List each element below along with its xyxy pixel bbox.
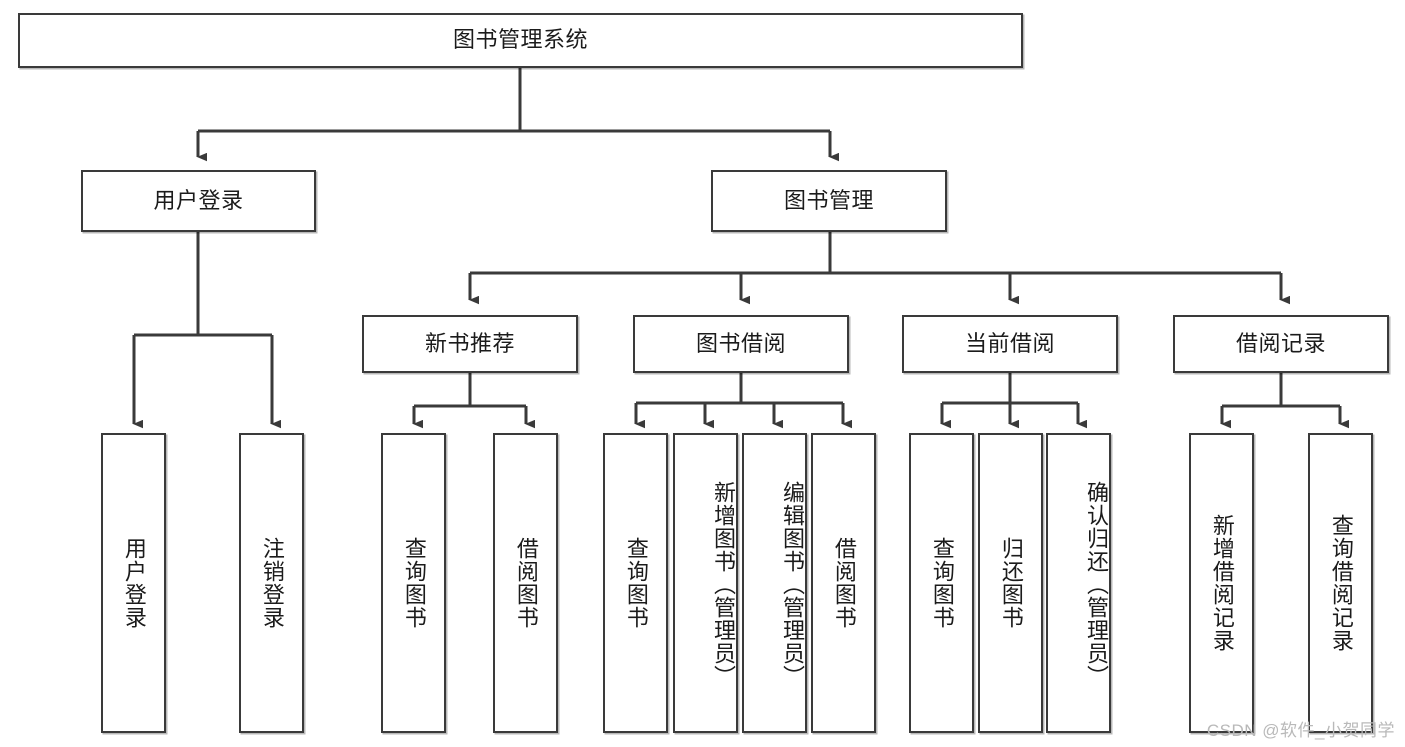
node-leaf-query-book-1-label: 查询图书 bbox=[401, 537, 427, 629]
node-new-book-rec[interactable]: 新书推荐 bbox=[362, 315, 578, 373]
node-leaf-user-login[interactable]: 用户登录 bbox=[101, 433, 166, 733]
node-leaf-query-book-2-label: 查询图书 bbox=[623, 537, 649, 629]
node-leaf-confirm-return-label: 确认归还（管理员） bbox=[1084, 480, 1109, 688]
node-leaf-query-record[interactable]: 查询借阅记录 bbox=[1308, 433, 1373, 733]
node-leaf-borrow-book-2-label: 借阅图书 bbox=[831, 537, 857, 629]
node-leaf-confirm-return[interactable]: 确认归还（管理员） bbox=[1046, 433, 1111, 733]
node-root[interactable]: 图书管理系统 bbox=[18, 13, 1023, 68]
node-leaf-query-book-2[interactable]: 查询图书 bbox=[603, 433, 668, 733]
node-leaf-query-book-3-label: 查询图书 bbox=[929, 537, 955, 629]
node-leaf-logout-label: 注销登录 bbox=[259, 537, 285, 629]
node-leaf-logout[interactable]: 注销登录 bbox=[239, 433, 304, 733]
node-user-login-label: 用户登录 bbox=[153, 187, 244, 213]
node-borrow-record-label: 借阅记录 bbox=[1235, 330, 1326, 356]
node-borrow-record[interactable]: 借阅记录 bbox=[1173, 315, 1389, 373]
node-leaf-add-book[interactable]: 新增图书（管理员） bbox=[673, 433, 738, 733]
node-leaf-add-book-label: 新增图书（管理员） bbox=[711, 480, 736, 688]
node-leaf-query-record-label: 查询借阅记录 bbox=[1328, 514, 1354, 652]
watermark-label: CSDN @软件_小贺同学 bbox=[1206, 721, 1395, 740]
node-root-label: 图书管理系统 bbox=[452, 27, 588, 53]
node-current-borrow[interactable]: 当前借阅 bbox=[902, 315, 1118, 373]
node-leaf-return-book-label: 归还图书 bbox=[998, 537, 1024, 629]
node-leaf-query-book-1[interactable]: 查询图书 bbox=[381, 433, 446, 733]
node-leaf-return-book[interactable]: 归还图书 bbox=[978, 433, 1043, 733]
node-leaf-borrow-book-2[interactable]: 借阅图书 bbox=[811, 433, 876, 733]
node-leaf-borrow-book-1-label: 借阅图书 bbox=[513, 537, 539, 629]
node-new-book-rec-label: 新书推荐 bbox=[424, 330, 515, 356]
node-leaf-add-record-label: 新增借阅记录 bbox=[1209, 514, 1235, 652]
node-leaf-borrow-book-1[interactable]: 借阅图书 bbox=[493, 433, 558, 733]
node-leaf-query-book-3[interactable]: 查询图书 bbox=[909, 433, 974, 733]
node-book-manage-label: 图书管理 bbox=[783, 187, 874, 213]
node-leaf-user-login-label: 用户登录 bbox=[121, 537, 147, 629]
node-user-login[interactable]: 用户登录 bbox=[81, 170, 316, 232]
node-book-borrow-label: 图书借阅 bbox=[695, 330, 786, 356]
node-book-manage[interactable]: 图书管理 bbox=[711, 170, 947, 232]
node-leaf-edit-book[interactable]: 编辑图书（管理员） bbox=[742, 433, 807, 733]
node-current-borrow-label: 当前借阅 bbox=[964, 330, 1055, 356]
node-book-borrow[interactable]: 图书借阅 bbox=[633, 315, 849, 373]
node-leaf-edit-book-label: 编辑图书（管理员） bbox=[780, 480, 805, 688]
node-leaf-add-record[interactable]: 新增借阅记录 bbox=[1189, 433, 1254, 733]
